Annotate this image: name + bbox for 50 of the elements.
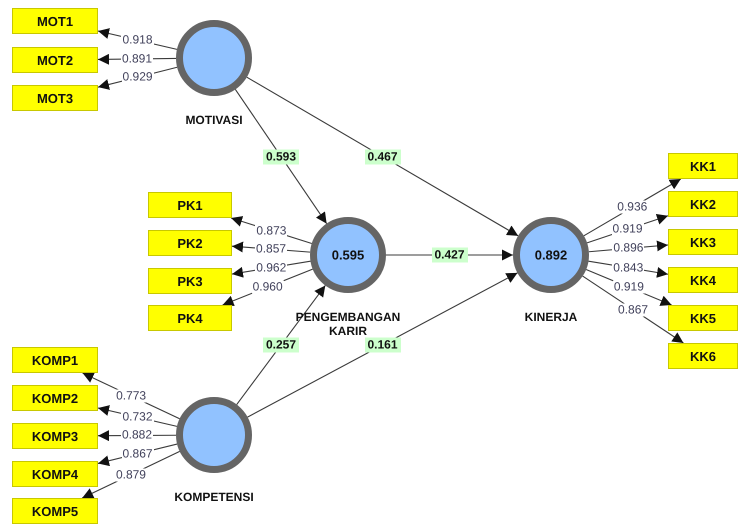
indicator-box: KK2 (668, 191, 738, 217)
indicator-box: PK2 (148, 230, 232, 256)
r-squared-value: 0.595 (330, 248, 366, 262)
outer-loading: 0.929 (122, 70, 154, 84)
path-coefficient: 0.593 (262, 149, 300, 164)
indicator-box: PK4 (148, 305, 232, 331)
outer-loading: 0.936 (616, 200, 648, 214)
outer-loading: 0.960 (252, 280, 284, 294)
construct-name: MOTIVASI (184, 113, 244, 127)
outer-loading: 0.773 (115, 389, 148, 402)
outer-loading: 0.857 (255, 242, 288, 256)
outer-loading: 0.919 (611, 222, 644, 236)
arrow (247, 272, 518, 418)
outer-loading: 0.891 (120, 52, 154, 66)
indicator-box: MOT2 (12, 47, 98, 73)
arrow (234, 89, 328, 224)
indicator-box: KOMP3 (12, 423, 98, 449)
construct-name: KINERJA (524, 310, 578, 324)
indicator-box: KOMP1 (12, 347, 98, 373)
indicator-box: KK1 (668, 153, 738, 179)
indicator-box: KK4 (668, 267, 738, 293)
indicator-box: KK5 (668, 305, 738, 331)
outer-loading: 0.867 (617, 303, 650, 316)
outer-loading: 0.867 (122, 447, 154, 460)
outer-loading: 0.962 (255, 261, 288, 274)
indicator-box: KOMP5 (12, 498, 98, 524)
path-coefficient: 0.467 (364, 149, 401, 164)
indicator-box: PK1 (148, 192, 232, 218)
outer-loading: 0.843 (612, 261, 644, 274)
outer-loading: 0.882 (120, 428, 154, 442)
indicator-box: KOMP4 (12, 461, 98, 487)
outer-loading: 0.879 (114, 468, 147, 482)
arrow (236, 285, 326, 405)
outer-loading: 0.919 (612, 280, 645, 294)
arrow (246, 76, 518, 236)
path-coefficient: 0.161 (364, 338, 401, 352)
construct-name: KOMPETENSI (173, 490, 255, 504)
path-coefficient: 0.427 (431, 248, 468, 262)
outer-loading: 0.732 (121, 410, 154, 424)
indicator-box: PK3 (148, 268, 232, 294)
outer-loading: 0.896 (612, 242, 644, 255)
r-squared-value: 0.892 (534, 248, 568, 262)
indicator-box: MOT1 (12, 8, 98, 34)
indicator-box: MOT3 (12, 85, 98, 111)
indicator-box: KK3 (668, 229, 738, 255)
path-coefficient: 0.257 (262, 338, 300, 352)
outer-loading: 0.918 (121, 34, 154, 47)
indicator-box: KK6 (668, 343, 738, 369)
outer-loading: 0.873 (255, 224, 288, 238)
indicator-box: KOMP2 (12, 385, 98, 411)
